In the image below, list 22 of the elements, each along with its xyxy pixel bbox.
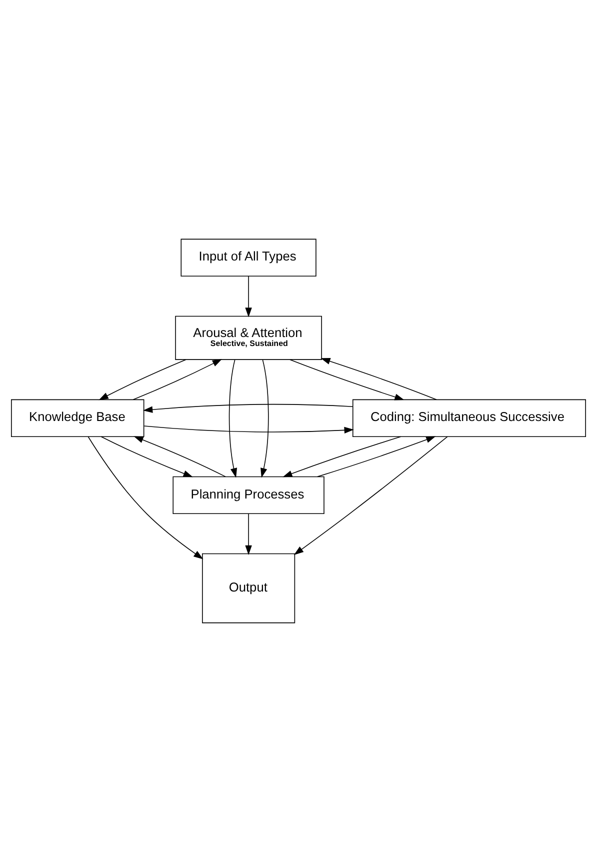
arrow <box>132 359 222 400</box>
arrow <box>282 436 402 478</box>
node-box: Planning Processes <box>172 476 324 514</box>
arrow <box>228 359 238 478</box>
node-box: Knowledge Base <box>11 399 144 438</box>
node-box: Output <box>202 553 296 624</box>
arrow <box>100 436 193 478</box>
arrow <box>260 359 269 478</box>
arrow <box>245 513 252 555</box>
arrow <box>88 436 204 560</box>
arrow <box>294 436 448 555</box>
arrow <box>320 358 437 400</box>
arrow <box>289 359 404 400</box>
node-box: Coding: Simultaneous Successive <box>352 399 586 438</box>
node-box: Arousal & Attention Selective, Sustained <box>175 316 322 360</box>
arrow <box>98 359 186 400</box>
arrow <box>317 436 436 478</box>
node-box: Input of All Types <box>180 238 316 277</box>
arrow <box>142 404 354 413</box>
arrow <box>245 276 252 318</box>
arrow <box>134 436 226 478</box>
arrow <box>144 426 354 434</box>
